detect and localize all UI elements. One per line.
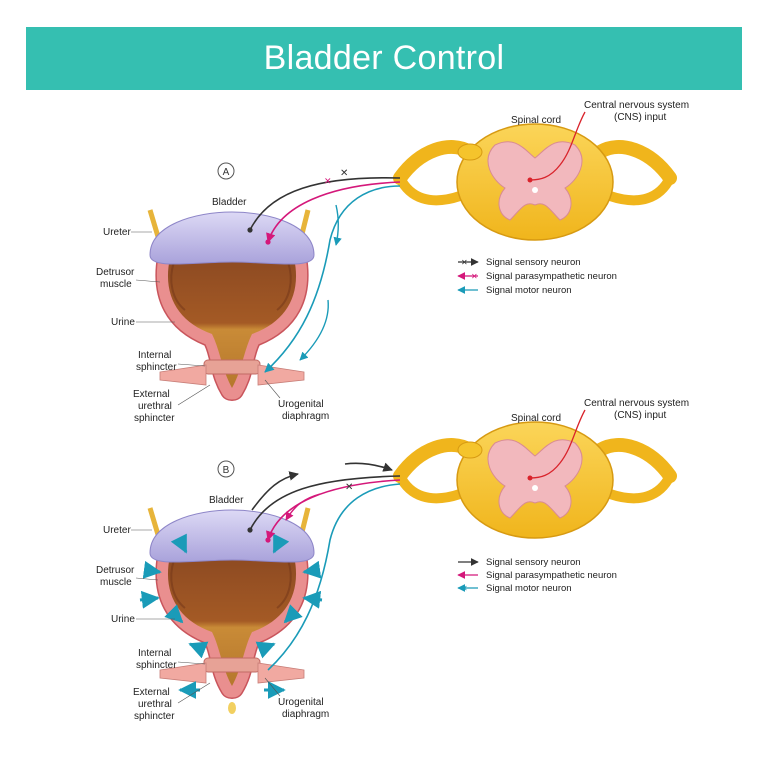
label-detrusor-2: muscle bbox=[100, 279, 132, 290]
squeeze-arrow bbox=[302, 590, 323, 609]
spinal-cord-illustration-b bbox=[400, 422, 670, 538]
parasympathetic-pathway-a bbox=[266, 181, 401, 243]
legend-parasympathetic-label: Signal parasympathetic neuron bbox=[486, 570, 617, 581]
squeeze-arrow bbox=[272, 533, 290, 554]
label-external-3: sphincter bbox=[134, 413, 175, 424]
label-internal-2: sphincter bbox=[136, 660, 177, 671]
block-x-icon: ✕ bbox=[345, 482, 353, 493]
parasympathetic-pathway-b bbox=[266, 479, 401, 541]
legend-b: Signal sensory neuron Signal parasympath… bbox=[457, 557, 617, 594]
block-x-icon: ✕ bbox=[461, 258, 468, 267]
label-detrusor-2: muscle bbox=[100, 577, 132, 588]
badge-text-b: B bbox=[223, 465, 230, 476]
legend-a: ✕ Signal sensory neuron ✕ Signal parasym… bbox=[457, 257, 617, 296]
label-ureter: Ureter bbox=[103, 525, 131, 536]
motor-pathway-a bbox=[264, 185, 401, 373]
contraction-arrows bbox=[139, 533, 323, 699]
label-urine: Urine bbox=[111, 317, 135, 328]
leader-line bbox=[177, 682, 211, 704]
label-internal-1: Internal bbox=[138, 648, 171, 659]
label-ureter: Ureter bbox=[103, 227, 131, 238]
sensory-pathway-b bbox=[251, 471, 299, 511]
neuron-dot bbox=[527, 177, 533, 183]
panel-badge-b bbox=[217, 460, 235, 478]
squeeze-arrow bbox=[164, 604, 184, 624]
leader-line bbox=[177, 384, 211, 406]
panel-a: A ✕ ✕ Bladder Ureter Detrusor muscle Uri… bbox=[96, 100, 689, 424]
motor-arrow-down-a bbox=[333, 204, 342, 246]
neuron-dot bbox=[265, 537, 271, 543]
sensory-arrow-b bbox=[344, 462, 393, 472]
label-internal-1: Internal bbox=[138, 350, 171, 361]
panel-b: B ✕ Bladder Ureter Detrusor muscle Urine… bbox=[96, 398, 689, 722]
label-external-2: urethral bbox=[138, 699, 172, 710]
label-internal-2: sphincter bbox=[136, 362, 177, 373]
label-bladder: Bladder bbox=[212, 197, 247, 208]
block-x-icon: ✕ bbox=[340, 168, 348, 179]
cns-input-line-b bbox=[529, 409, 586, 479]
label-urogenital-1: Urogenital bbox=[278, 399, 324, 410]
squeeze-arrow bbox=[283, 604, 303, 624]
label-cns-2: (CNS) input bbox=[614, 410, 666, 421]
legend-sensory-label: Signal sensory neuron bbox=[486, 257, 581, 268]
sensory-pathway-a bbox=[249, 177, 401, 231]
leader-line bbox=[135, 577, 159, 581]
legend-sensory-label: Signal sensory neuron bbox=[486, 557, 581, 568]
panel-badge-a bbox=[217, 162, 235, 180]
title-banner: Bladder Control bbox=[26, 27, 742, 90]
legend-motor-label: Signal motor neuron bbox=[486, 583, 572, 594]
legend-motor-label: Signal motor neuron bbox=[486, 285, 572, 296]
label-external-2: urethral bbox=[138, 401, 172, 412]
label-spinal-cord: Spinal cord bbox=[511, 115, 561, 126]
neuron-dot bbox=[265, 239, 271, 245]
motor-arrow-a bbox=[299, 299, 329, 361]
squeeze-arrow bbox=[302, 560, 322, 579]
urine-drop bbox=[228, 702, 236, 714]
leader-line bbox=[177, 661, 206, 665]
label-urogenital-1: Urogenital bbox=[278, 697, 324, 708]
label-urogenital-2: diaphragm bbox=[282, 709, 329, 720]
spinal-cord-illustration-a bbox=[400, 124, 670, 240]
block-x-icon: ✕ bbox=[324, 176, 332, 186]
page-title: Bladder Control bbox=[263, 39, 505, 77]
label-spinal-cord: Spinal cord bbox=[511, 413, 561, 424]
label-external-1: External bbox=[133, 687, 170, 698]
leader-line bbox=[264, 379, 281, 399]
label-urine: Urine bbox=[111, 614, 135, 625]
leader-line bbox=[135, 279, 161, 283]
sensory-line-b bbox=[249, 475, 401, 531]
label-detrusor-1: Detrusor bbox=[96, 267, 135, 278]
label-external-1: External bbox=[133, 389, 170, 400]
block-x-icon: ✕ bbox=[461, 584, 468, 593]
relax-arrow bbox=[188, 641, 209, 659]
neuron-dot bbox=[527, 475, 533, 481]
squeeze-arrow bbox=[142, 560, 162, 579]
motor-pathway-b bbox=[267, 483, 401, 671]
badge-text-a: A bbox=[223, 167, 230, 178]
relax-arrow bbox=[255, 641, 276, 659]
leader-line bbox=[177, 363, 206, 367]
block-x-icon: ✕ bbox=[471, 272, 478, 281]
label-urogenital-2: diaphragm bbox=[282, 411, 329, 422]
squeeze-arrow bbox=[170, 533, 188, 554]
label-cns-2: (CNS) input bbox=[614, 112, 666, 123]
label-detrusor-1: Detrusor bbox=[96, 565, 135, 576]
neuron-dot bbox=[247, 527, 253, 533]
label-bladder: Bladder bbox=[209, 495, 244, 506]
label-cns-1: Central nervous system bbox=[584, 100, 689, 111]
label-cns-1: Central nervous system bbox=[584, 398, 689, 409]
leader-line bbox=[264, 677, 281, 697]
parasympathetic-arrow-b bbox=[285, 493, 321, 521]
legend-parasympathetic-label: Signal parasympathetic neuron bbox=[486, 271, 617, 282]
label-external-3: sphincter bbox=[134, 711, 175, 722]
squeeze-arrow bbox=[139, 590, 160, 609]
cns-input-line-a bbox=[529, 111, 586, 181]
neuron-dot bbox=[247, 227, 253, 233]
